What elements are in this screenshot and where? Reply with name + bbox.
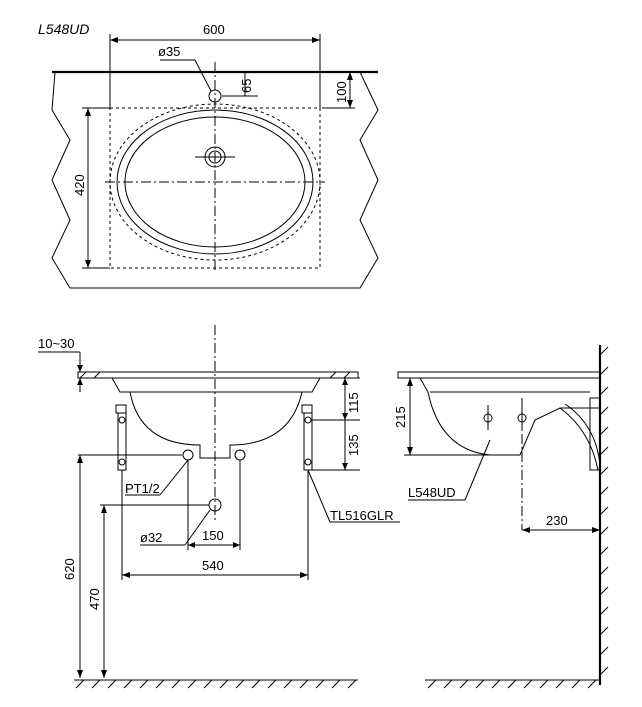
model-title: L548UD — [38, 21, 89, 37]
width-dim-label: 600 — [203, 22, 225, 37]
projection-dim-label: 230 — [546, 513, 568, 528]
counter-dim-label: 10~30 — [38, 336, 75, 351]
supply-height-dim-label: 620 — [62, 558, 77, 580]
drain-height-dim-label: 470 — [87, 588, 102, 610]
supply-spacing-dim-label: 150 — [202, 528, 224, 543]
side-height-dim-label: 215 — [393, 406, 408, 428]
rim-dim-label: 115 — [346, 392, 361, 413]
top-view: 600 ø35 65 100 420 — [51, 22, 379, 289]
offset-dim-label: 65 — [239, 79, 254, 93]
side-view: 215 L548UD 230 — [393, 345, 609, 689]
drain-dim-label: ø32 — [140, 530, 162, 545]
supply-label: PT1/2 — [125, 481, 160, 496]
bowl-dim-label: 135 — [346, 434, 361, 456]
tap-hole-dim-label: ø35 — [158, 44, 180, 59]
side-model-label: L548UD — [408, 485, 456, 500]
bracket-label: TL516GLR — [330, 508, 394, 523]
front-view: 10~30 115 135 PT1/2 TL516GLR ø32 — [38, 325, 400, 689]
depth-dim-label: 420 — [72, 174, 87, 196]
bracket-spacing-dim-label: 540 — [202, 558, 224, 573]
edge-dim-label: 100 — [334, 81, 349, 103]
